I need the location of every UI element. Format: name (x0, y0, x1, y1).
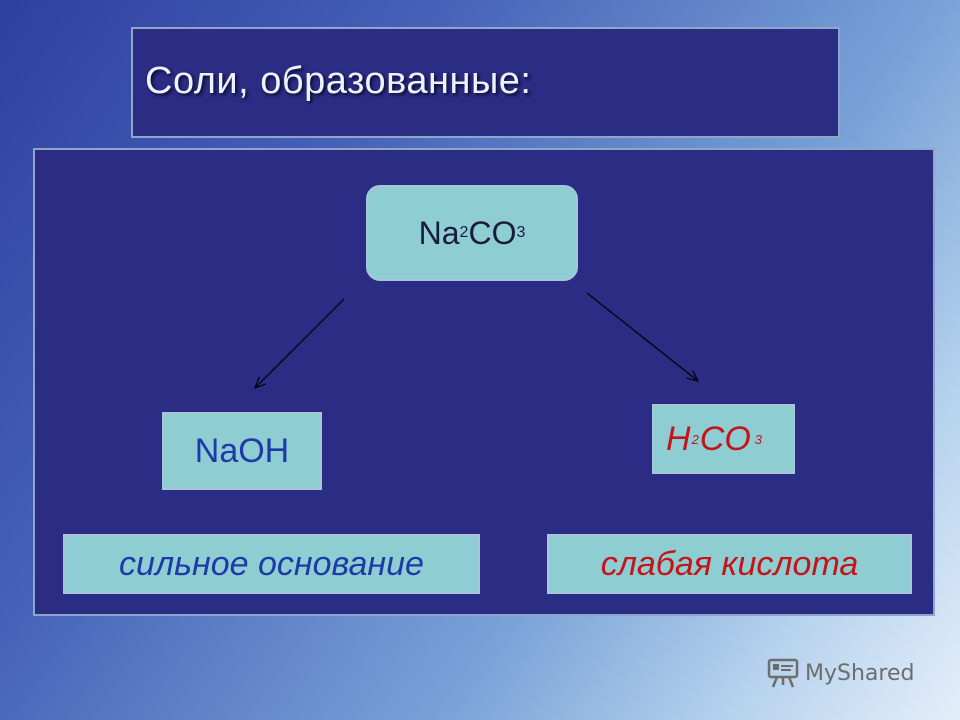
weak-acid-text: слабая кислота (600, 544, 859, 583)
strong-base-label: сильное основание (63, 534, 480, 594)
acid-subscript-2: 2 (691, 431, 699, 447)
salt-group-co: CO (468, 214, 517, 251)
slide-title: Соли, образованные: (145, 60, 532, 102)
arrow-to-acid (586, 292, 698, 381)
presentation-board-icon (767, 658, 799, 688)
base-formula: NaOH (194, 431, 290, 470)
salt-element-na: Na (418, 214, 460, 251)
salt-subscript-2: 2 (459, 224, 469, 241)
watermark-text: MyShared (805, 660, 915, 686)
salt-subscript-3: 3 (516, 224, 526, 241)
title-panel (131, 27, 840, 138)
watermark: MyShared (766, 657, 914, 689)
acid-group-co: CO (699, 419, 751, 458)
acid-subscript-3: 3 (754, 431, 763, 447)
arrow-to-base (255, 298, 345, 388)
acid-element-h: H (666, 419, 691, 458)
base-formula-node: NaOH (162, 412, 322, 490)
strong-base-text: сильное основание (119, 544, 424, 583)
weak-acid-label: слабая кислота (547, 534, 912, 594)
